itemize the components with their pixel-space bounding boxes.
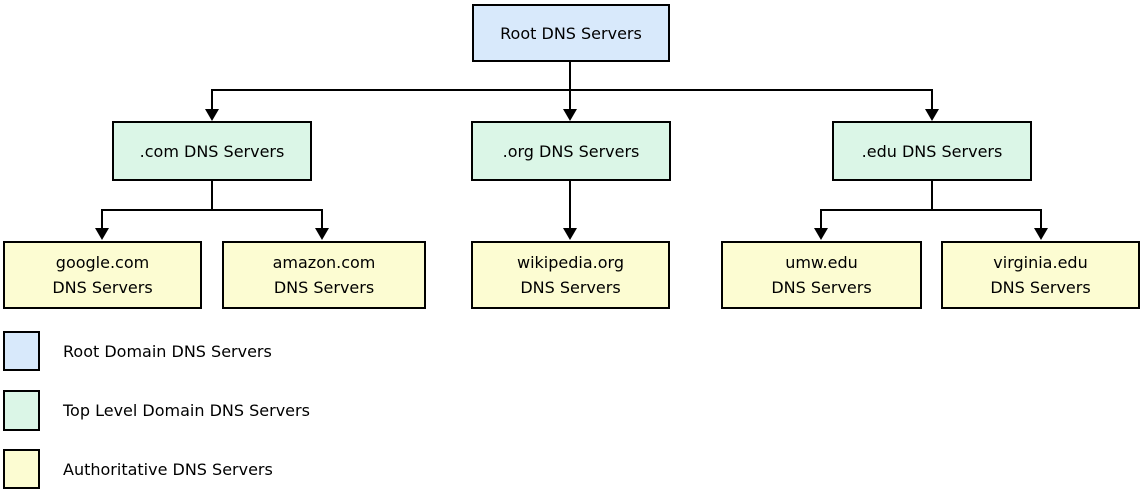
- node-label: .com DNS Servers: [139, 141, 285, 161]
- node-label-line2: DNS Servers: [771, 278, 872, 297]
- node-root-dns-servers: Root DNS Servers: [472, 4, 670, 62]
- node-label-line1: virginia.edu: [993, 253, 1088, 272]
- node-label-line2: DNS Servers: [52, 278, 153, 297]
- legend-swatch-authoritative: [3, 449, 40, 489]
- connector-org-stem: [569, 181, 571, 229]
- node-umw-dns-servers: umw.edu DNS Servers: [721, 241, 922, 309]
- node-wikipedia-dns-servers: wikipedia.org DNS Servers: [471, 241, 670, 309]
- connector-drop-umw: [820, 209, 822, 229]
- arrowhead-to-edu: [925, 109, 939, 121]
- arrowhead-to-umw: [814, 228, 828, 240]
- node-google-dns-servers: google.com DNS Servers: [3, 241, 202, 309]
- connector-drop-amazon: [321, 209, 323, 229]
- node-label-line2: DNS Servers: [273, 278, 375, 297]
- node-org-dns-servers: .org DNS Servers: [471, 121, 671, 181]
- connector-drop-google: [101, 209, 103, 229]
- legend-label-authoritative: Authoritative DNS Servers: [63, 459, 273, 479]
- legend-item-authoritative: Authoritative DNS Servers: [3, 449, 273, 489]
- node-label: .edu DNS Servers: [861, 141, 1003, 161]
- connector-com-bar: [101, 209, 323, 211]
- arrowhead-to-org: [563, 109, 577, 121]
- connector-edu-stem: [931, 181, 933, 211]
- connector-root-stem: [569, 61, 571, 90]
- arrowhead-to-wikipedia: [563, 228, 577, 240]
- arrowhead-to-google: [95, 228, 109, 240]
- connector-edu-bar: [820, 209, 1042, 211]
- node-edu-dns-servers: .edu DNS Servers: [832, 121, 1032, 181]
- node-label-line2: DNS Servers: [520, 278, 621, 297]
- connector-drop-edu: [931, 89, 933, 110]
- connector-root-bar: [211, 89, 933, 91]
- node-label: .org DNS Servers: [502, 141, 640, 161]
- arrowhead-to-virginia: [1034, 228, 1048, 240]
- node-virginia-dns-servers: virginia.edu DNS Servers: [941, 241, 1140, 309]
- connector-drop-virginia: [1040, 209, 1042, 229]
- connector-com-stem: [211, 181, 213, 211]
- node-label-line1: amazon.com: [272, 253, 376, 272]
- legend-label-root-domain: Root Domain DNS Servers: [63, 341, 272, 361]
- legend-label-top-level-domain: Top Level Domain DNS Servers: [63, 401, 310, 420]
- connector-drop-com: [211, 89, 213, 110]
- legend-item-root-domain: Root Domain DNS Servers: [3, 331, 272, 371]
- node-label-line1: umw.edu: [785, 253, 858, 272]
- legend-swatch-top-level-domain: [3, 390, 40, 431]
- node-label-line2: DNS Servers: [990, 278, 1091, 297]
- node-amazon-dns-servers: amazon.com DNS Servers: [222, 241, 426, 309]
- node-label: Root DNS Servers: [500, 23, 642, 43]
- legend-item-top-level-domain: Top Level Domain DNS Servers: [3, 390, 310, 431]
- connector-drop-org: [569, 89, 571, 110]
- arrowhead-to-amazon: [315, 228, 329, 240]
- node-label-line1: wikipedia.org: [517, 253, 624, 272]
- arrowhead-to-com: [205, 109, 219, 121]
- node-com-dns-servers: .com DNS Servers: [112, 121, 312, 181]
- node-label-line1: google.com: [55, 253, 150, 272]
- legend-swatch-root-domain: [3, 331, 40, 371]
